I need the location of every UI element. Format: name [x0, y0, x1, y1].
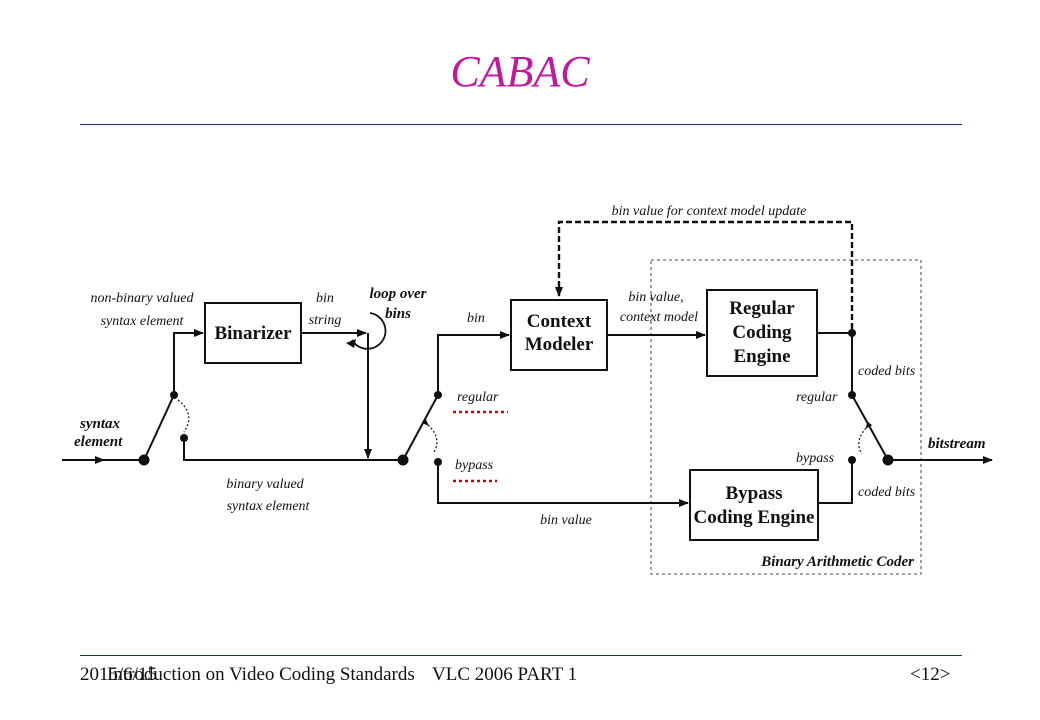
bypass-label-right: bypass: [796, 451, 835, 466]
bypass-engine-box: [689, 469, 819, 541]
bitstream-label: bitstream: [928, 436, 986, 452]
non-binary-label-1: non-binary valued: [90, 291, 194, 306]
bin-value-context-label-2: context model: [620, 310, 698, 325]
bypass-engine-label-2: Coding Engine: [694, 507, 815, 528]
context-modeler-label-2: Modeler: [525, 334, 594, 355]
switch2-arm: [402, 394, 439, 461]
binary-path: [183, 438, 398, 461]
regular-engine-label-3: Engine: [733, 346, 790, 367]
switch3-arm: [851, 394, 889, 461]
context-modeler-box: [510, 299, 608, 371]
bin-path: [437, 331, 510, 395]
non-binary-label-2: syntax element: [101, 314, 185, 329]
switch2-curve: [421, 418, 438, 453]
syntax-element-label-1: syntax: [79, 416, 121, 432]
bin-string-label-1: bin: [316, 291, 334, 306]
bypass-output: [818, 460, 853, 504]
bin-label: bin: [467, 311, 485, 326]
nonbinary-path: [173, 329, 204, 395]
bin-string-label-2: string: [309, 313, 342, 328]
top-divider: [80, 124, 962, 125]
footer-part: VLC 2006 PART 1: [432, 664, 578, 685]
coded-bits-label-bottom: coded bits: [858, 485, 916, 500]
switch1-arm: [143, 394, 175, 461]
bottom-divider: [80, 655, 962, 656]
footer-course: Introduction on Video Coding Standards: [107, 664, 415, 685]
loop-over-bins-icon: [351, 312, 387, 350]
context-modeler-label-1: Context: [527, 311, 592, 332]
bypass-label-left: bypass: [455, 458, 494, 473]
bac-label: Binary Arithmetic Coder: [760, 554, 914, 570]
slide-title: CABAC: [450, 47, 590, 96]
coded-bits-label-top: coded bits: [858, 364, 916, 379]
footer-date: 2015/6/15: [80, 664, 158, 685]
bin-value-label: bin value: [540, 513, 592, 528]
syntax-element-label-2: element: [74, 434, 123, 450]
switch3-bottom-node: [848, 456, 856, 464]
regular-label-right: regular: [796, 390, 838, 405]
bypass-path: [437, 462, 689, 507]
context-update-label: bin value for context model update: [612, 204, 807, 219]
bypass-engine-label-1: Bypass: [725, 483, 782, 504]
bac-region: [650, 259, 922, 575]
regular-engine-label-1: Regular: [729, 298, 795, 319]
regular-label-left: regular: [457, 390, 499, 405]
binary-valued-label-2: syntax element: [227, 499, 311, 514]
loop-over-bins-label-1: loop over: [369, 286, 426, 302]
switch3-curve: [858, 421, 873, 455]
regular-engine-label-2: Coding: [732, 322, 792, 343]
context-update-path: [555, 220, 854, 329]
footer-page-number: <12>: [910, 664, 951, 685]
binarizer-box: [204, 302, 302, 364]
switch1-curve: [177, 399, 190, 433]
bin-value-context-label-1: bin value,: [628, 290, 683, 305]
binary-valued-label-1: binary valued: [226, 477, 304, 492]
loop-over-bins-label-2: bins: [385, 306, 411, 322]
binarizer-label: Binarizer: [214, 323, 292, 344]
